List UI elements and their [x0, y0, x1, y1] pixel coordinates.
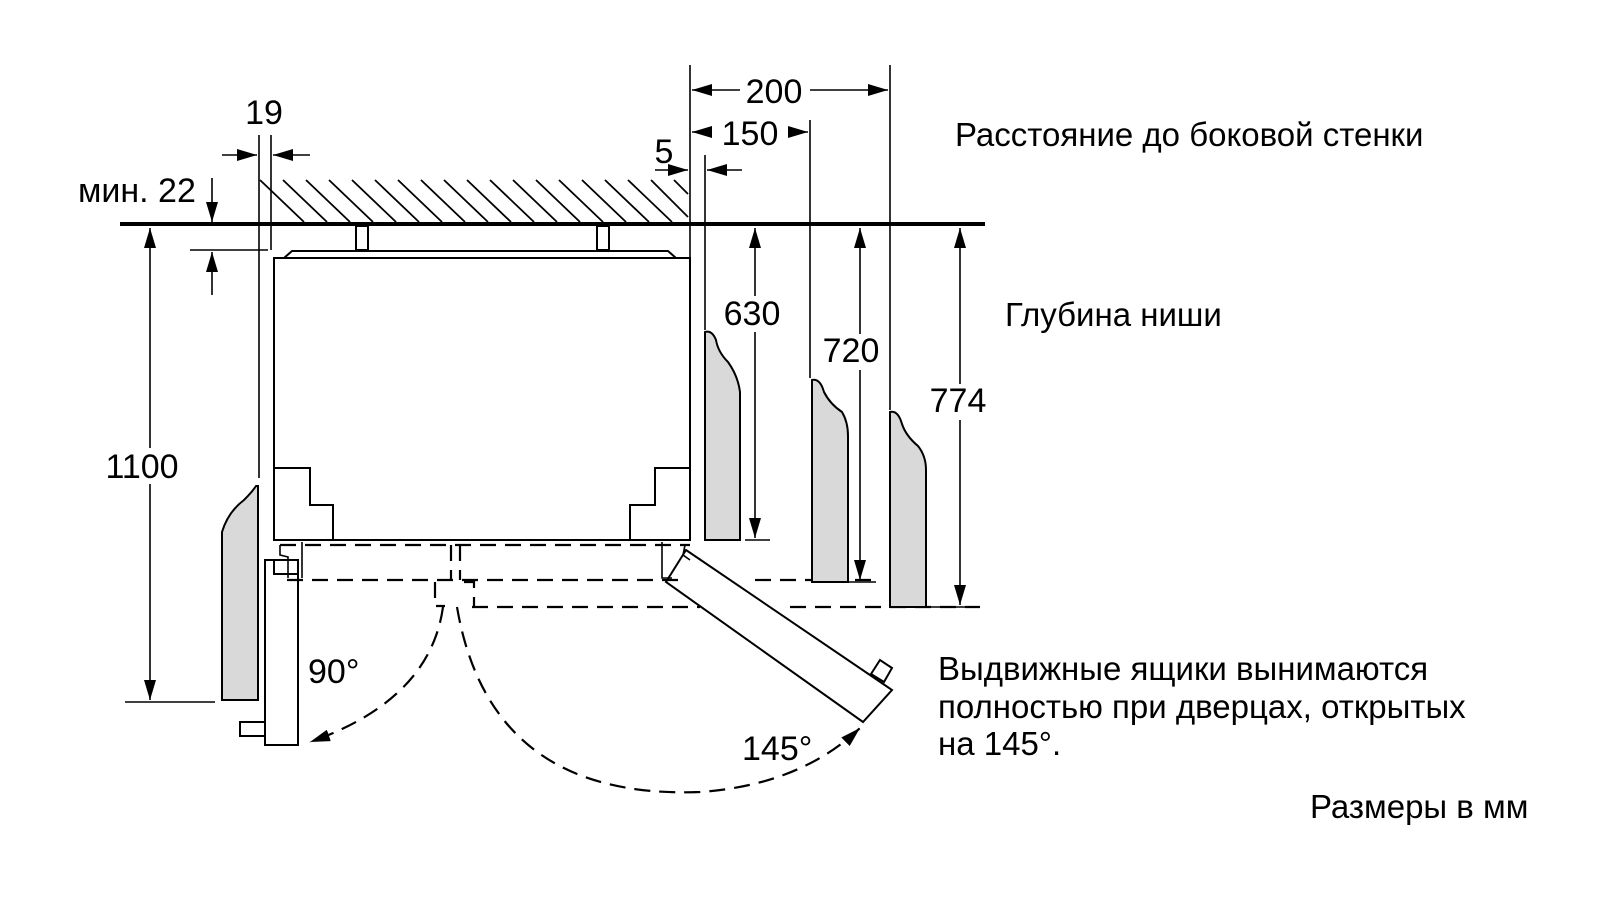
hatch-line — [466, 179, 512, 223]
fridge-body — [273, 250, 691, 541]
side-wall-774 — [889, 410, 927, 608]
label-niche-depth: Глубина ниши — [1005, 296, 1222, 333]
dim-720: 720 — [823, 332, 880, 370]
angle-145: 145° — [742, 730, 812, 768]
dimension-arrows — [144, 84, 966, 700]
spacer-left — [355, 225, 369, 251]
hatch-line — [673, 179, 689, 195]
left-door-90 — [239, 559, 299, 746]
side-wall-630 — [704, 330, 741, 541]
hatch-line — [351, 179, 397, 223]
dim-630: 630 — [724, 295, 781, 333]
dim-19: 19 — [245, 94, 283, 132]
label-drawers-note-1: Выдвижные ящики вынимаются — [938, 650, 1428, 687]
angle-90: 90° — [308, 653, 359, 691]
hatch-line — [282, 179, 328, 223]
dim-1100: 1100 — [105, 448, 178, 486]
label-units: Размеры в мм — [1310, 788, 1528, 825]
hatch-line — [397, 179, 443, 223]
hatch-line — [650, 179, 689, 218]
hatch-line — [535, 179, 581, 223]
dim-5: 5 — [655, 133, 674, 171]
spacer-right — [596, 225, 610, 251]
hatch-line — [627, 179, 673, 223]
hatch-line — [420, 179, 466, 223]
side-wall-left — [221, 485, 259, 701]
extension-lines — [125, 65, 980, 703]
side-wall-720 — [811, 378, 849, 583]
hatch-line — [305, 179, 351, 223]
dim-774: 774 — [930, 382, 987, 420]
hatch-line — [374, 179, 420, 223]
hatch-line — [558, 179, 604, 223]
hatch-line — [581, 179, 627, 223]
right-door-145 — [664, 548, 894, 724]
wall-hatching — [259, 179, 689, 223]
hatch-line — [443, 179, 489, 223]
hatch-line — [259, 179, 305, 223]
dim-min-22: мин. 22 — [78, 172, 196, 210]
hatch-line — [604, 179, 650, 223]
label-drawers-note-3: на 145°. — [938, 725, 1061, 762]
dim-200: 200 — [746, 73, 803, 111]
label-side-wall-distance: Расстояние до боковой стенки — [955, 116, 1423, 153]
hatch-line — [328, 179, 374, 223]
dim-150: 150 — [722, 115, 779, 153]
hatch-line — [489, 179, 535, 223]
hatch-line — [512, 179, 558, 223]
label-drawers-note-2: полностью при дверцах, открытых — [938, 688, 1466, 725]
